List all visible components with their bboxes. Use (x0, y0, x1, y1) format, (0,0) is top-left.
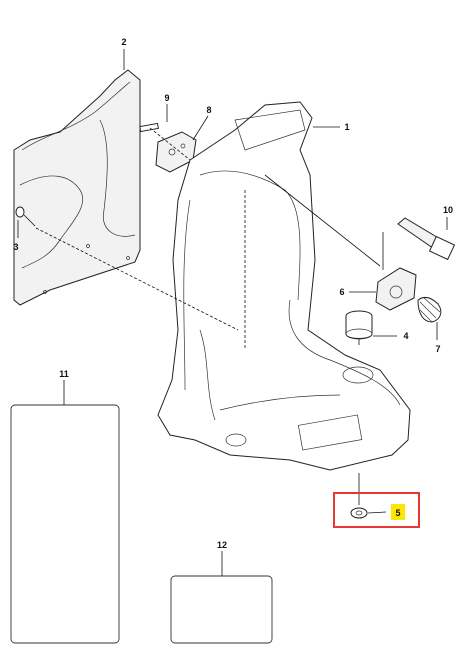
leader-lines (17, 49, 448, 576)
part-4-knob[interactable] (345, 310, 373, 345)
callout-11[interactable]: 11 (59, 369, 69, 379)
highlight-frame (333, 492, 420, 528)
callout-1[interactable]: 1 (344, 122, 349, 132)
part-12-label-box[interactable] (170, 575, 273, 644)
part-7-spring[interactable] (417, 296, 442, 323)
callout-4[interactable]: 4 (403, 331, 408, 341)
part-11-label-box[interactable] (10, 404, 120, 644)
callout-3[interactable]: 3 (13, 242, 18, 252)
dashed-assembly-lines (35, 127, 246, 350)
part-10-strap[interactable] (397, 217, 456, 261)
callout-2[interactable]: 2 (121, 37, 126, 47)
callout-12[interactable]: 12 (217, 540, 227, 550)
part-6-latch[interactable] (375, 267, 417, 311)
callout-9[interactable]: 9 (164, 93, 169, 103)
part-3-screw[interactable] (15, 206, 36, 227)
part-9-bolt[interactable] (139, 122, 159, 133)
callout-10[interactable]: 10 (443, 205, 453, 215)
part-1-seat-frame[interactable] (157, 101, 411, 471)
part-2-back-plate[interactable] (13, 69, 141, 306)
callout-6[interactable]: 6 (339, 287, 344, 297)
part-5-washer[interactable] (350, 507, 368, 519)
callout-8[interactable]: 8 (206, 105, 211, 115)
callout-labels: 2 3 9 8 1 10 6 4 7 5 11 12 (13, 37, 453, 550)
callout-7[interactable]: 7 (435, 344, 440, 354)
callout-5[interactable]: 5 (395, 508, 400, 518)
highlight-label-background (391, 504, 405, 520)
